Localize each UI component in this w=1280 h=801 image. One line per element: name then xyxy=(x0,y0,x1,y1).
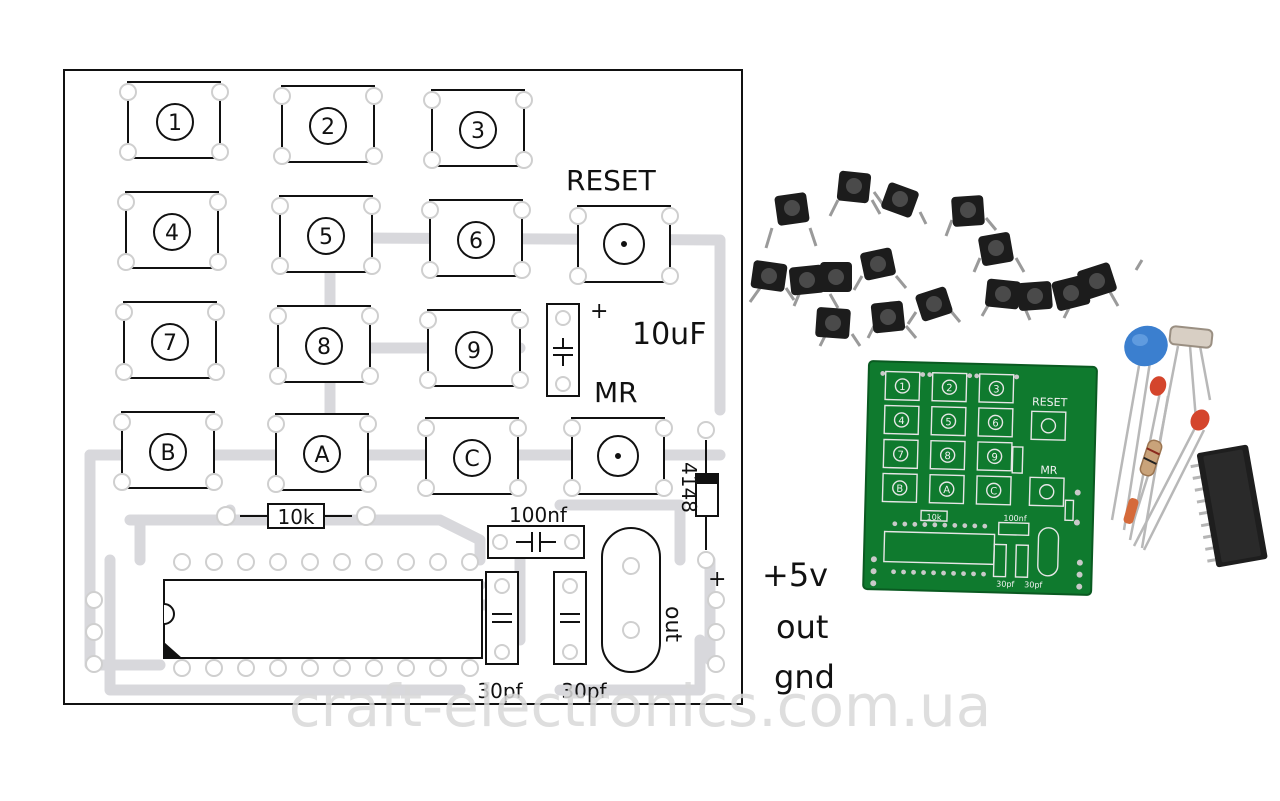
layout-capacitor-100nf xyxy=(487,525,585,559)
layout-keypad xyxy=(113,81,679,497)
layout-mr-button xyxy=(563,417,673,497)
dip-ic-chip xyxy=(1190,444,1268,568)
layout-output-pads xyxy=(85,591,725,673)
layout-output-plus-label: + xyxy=(708,567,726,592)
layout-key-label: 4 xyxy=(165,221,179,246)
layout-100nf-label: 100nf xyxy=(509,503,568,527)
loose-components xyxy=(1110,325,1268,568)
pcb-pads xyxy=(870,371,1083,590)
layout-key-3 xyxy=(423,89,533,169)
blue-ceramic-capacitor xyxy=(1124,325,1168,367)
layout-key-2 xyxy=(273,85,383,165)
pcb-key-label: C xyxy=(990,486,997,497)
layout-key-6 xyxy=(421,199,531,279)
pcb-key-label: 1 xyxy=(899,382,906,393)
layout-crystal xyxy=(601,527,661,673)
output-legend: +5v out gnd xyxy=(762,556,835,696)
pcb-key-label: 3 xyxy=(993,384,1000,395)
layout-diode-label: 4148 xyxy=(677,462,701,513)
layout-key-c xyxy=(417,417,527,497)
layout-key-a xyxy=(267,413,377,493)
resistor xyxy=(1139,439,1163,477)
layout-key-9 xyxy=(419,309,529,389)
layout-capacitor-10uf xyxy=(546,303,580,397)
glass-diode xyxy=(1123,498,1139,524)
pcb-layout-drawing: 1 2 3 4 5 6 7 8 9 B A C xyxy=(63,69,743,705)
layout-resistor-10k xyxy=(216,503,376,529)
layout-30pf-right-label: 30pf xyxy=(561,679,607,703)
pcb-key-label: 5 xyxy=(945,417,952,428)
pcb-key-label: 6 xyxy=(992,418,999,429)
layout-plus-label: + xyxy=(590,299,608,324)
layout-diode-4148 xyxy=(695,421,719,569)
layout-key-label: 5 xyxy=(319,225,333,250)
layout-key-label: 3 xyxy=(471,119,485,144)
pcb-30pf-label: 30pf xyxy=(1024,580,1042,589)
crystal-oscillator xyxy=(1168,325,1214,349)
layout-key-label: B xyxy=(160,441,175,466)
layout-key-label: 1 xyxy=(168,111,182,136)
pcb-key-label: 8 xyxy=(944,451,951,462)
green-pcb: 1 2 3 4 5 6 7 8 9 B A C RESET MR 10k 100… xyxy=(862,360,1098,596)
layout-capacitor-30pf-left xyxy=(485,571,519,665)
output-out-label: out xyxy=(776,608,828,646)
layout-capacitor-30pf-right xyxy=(553,571,587,665)
layout-key-label: 9 xyxy=(467,339,481,364)
layout-key-label: A xyxy=(314,443,329,468)
layout-key-label: 2 xyxy=(321,115,335,140)
layout-reset-button xyxy=(569,205,679,285)
layout-key-label: C xyxy=(464,447,479,472)
pcb-key-label: 4 xyxy=(898,416,905,427)
layout-key-7 xyxy=(115,301,225,381)
watermark: craft-electronics.com.ua xyxy=(289,672,992,740)
pcb-reset-label: RESET xyxy=(1032,395,1068,409)
layout-key-1 xyxy=(119,81,229,161)
pcb-30pf-label: 30pf xyxy=(996,579,1014,588)
pcb-key-label: 2 xyxy=(946,383,953,394)
layout-ic-socket xyxy=(163,553,483,677)
layout-key-label: 6 xyxy=(469,229,483,254)
output-vcc-label: +5v xyxy=(762,556,828,594)
layout-key-label: 7 xyxy=(163,331,177,356)
output-gnd-label: gnd xyxy=(774,658,835,696)
pcb-keypad xyxy=(881,370,1075,578)
layout-key-4 xyxy=(117,191,227,271)
layout-30pf-left-label: 30pf xyxy=(477,679,523,703)
pcb-100nf-label: 100nf xyxy=(1003,514,1027,524)
orange-ceramic-capacitors xyxy=(1149,376,1210,431)
layout-key-8 xyxy=(269,305,379,385)
layout-out-rotated-label: out xyxy=(660,606,685,642)
pcb-mr-label: MR xyxy=(1040,464,1058,477)
pcb-key-label: 9 xyxy=(991,452,998,463)
pcb-10k-label: 10k xyxy=(926,513,941,522)
layout-key-5 xyxy=(271,195,381,275)
layout-10uf-label: 10uF xyxy=(632,317,706,352)
pcb-key-label: 7 xyxy=(897,450,904,461)
pcb-key-label: A xyxy=(943,485,950,496)
layout-key-b xyxy=(113,411,223,491)
layout-mr-label: MR xyxy=(594,376,638,409)
layout-10k-label: 10k xyxy=(277,505,314,529)
pcb-key-label: B xyxy=(896,484,903,495)
layout-reset-label: RESET xyxy=(566,164,657,197)
layout-key-labels: 1 2 3 4 5 6 7 8 9 B A C xyxy=(160,111,485,472)
pcb-labels: 1 2 3 4 5 6 7 8 9 B A C xyxy=(896,382,1000,498)
tactile-buttons-pile xyxy=(748,170,1144,347)
layout-key-label: 8 xyxy=(317,335,331,360)
